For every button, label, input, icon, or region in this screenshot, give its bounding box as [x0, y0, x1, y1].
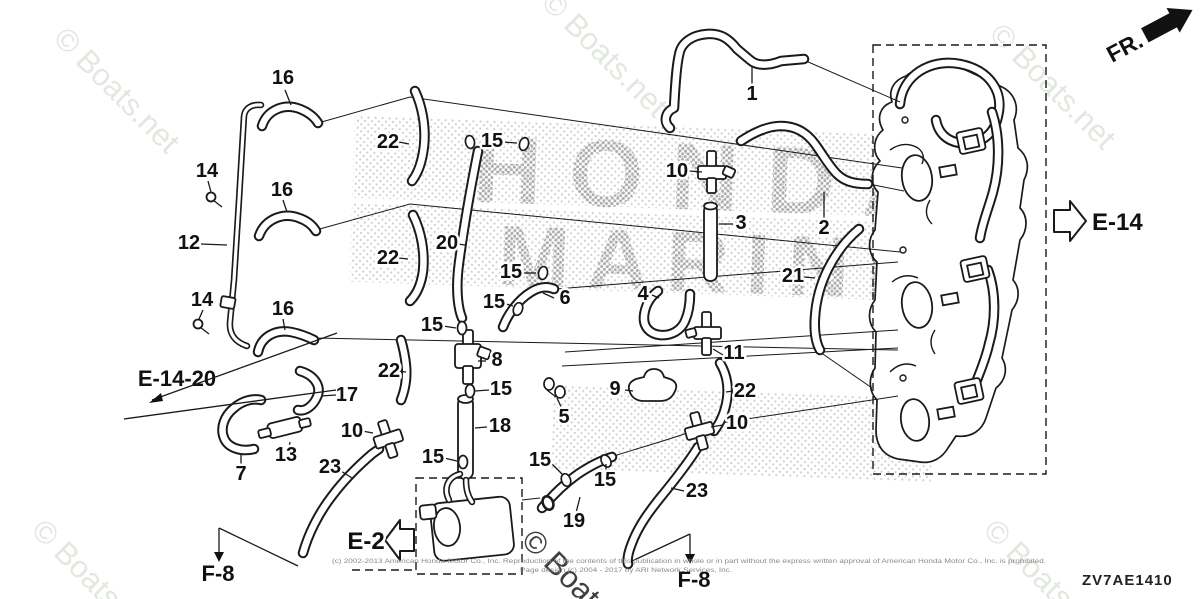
watermark-top-center: © Boats.net	[535, 0, 675, 124]
clamps-15	[456, 134, 612, 511]
clamp-15-b	[464, 134, 476, 150]
callout-21: 21	[782, 265, 804, 287]
callout-15-4: 15	[483, 291, 505, 313]
engine-port-2	[900, 281, 934, 329]
copyright-line1: (c) 2002-2013 American Honda Motor Co., …	[332, 558, 1046, 565]
clamp-15-e	[456, 320, 468, 336]
bolt-14a	[205, 191, 223, 208]
engine-outline	[868, 64, 1029, 464]
callout-15-2: 15	[500, 261, 522, 283]
clamp-15-f	[464, 383, 476, 399]
callout-10-3: 10	[726, 412, 748, 434]
halftone-band-3	[550, 384, 934, 482]
footer: (c) 2002-2013 American Honda Motor Co., …	[332, 558, 1173, 589]
callout-10-1: 10	[666, 160, 688, 182]
callout-4: 4	[637, 283, 649, 305]
callout-11: 11	[723, 342, 744, 364]
callout-22-4: 22	[734, 380, 756, 402]
diagram-code: ZV7AE1410	[1082, 572, 1173, 589]
clamp-15-g	[457, 454, 469, 470]
callout-10-2: 10	[341, 420, 363, 442]
callout-22-2: 22	[377, 247, 399, 269]
watermark-top-left: © Boats.net	[47, 20, 187, 160]
clamp-15-c	[537, 265, 549, 281]
callout-19: 19	[563, 510, 585, 532]
callout-9: 9	[609, 378, 620, 400]
callout-16-3: 16	[272, 298, 294, 320]
engine-stub-2	[940, 291, 960, 307]
clamp-15-i	[600, 454, 612, 468]
callout-23-2: 23	[686, 480, 708, 502]
joint-10-top	[697, 150, 737, 194]
callout-leaders	[198, 66, 825, 514]
engine-port-1	[900, 154, 934, 202]
callout-15-5: 15	[490, 378, 512, 400]
engine-block	[868, 57, 1029, 464]
bolt-14b	[192, 318, 210, 335]
tube-3	[703, 204, 718, 282]
callout-18: 18	[489, 415, 511, 437]
callout-22-1: 22	[377, 131, 399, 153]
oil-separator	[418, 470, 515, 562]
callout-16-2: 16	[271, 179, 293, 201]
fr-label: FR.	[1102, 27, 1147, 67]
clip-9	[627, 368, 678, 402]
callout-1: 1	[746, 83, 757, 105]
clamp-15-a	[518, 136, 530, 152]
pipe-12	[226, 101, 265, 350]
callout-16-1: 16	[272, 67, 294, 89]
engine-stub-1	[938, 163, 958, 179]
callout-12: 12	[178, 232, 200, 254]
callout-15-1: 15	[481, 130, 503, 152]
f8-right-arrow-icon	[685, 554, 695, 564]
callout-15-6: 15	[422, 446, 444, 468]
joint-11	[684, 311, 722, 356]
clamp-15-h	[560, 472, 572, 488]
callout-8: 8	[491, 349, 502, 371]
e14-label: E-14	[1092, 209, 1143, 236]
f8-right-label: F-8	[678, 567, 711, 592]
callout-15-7: 15	[529, 449, 551, 471]
callout-5: 5	[558, 406, 569, 428]
filter-13	[257, 416, 312, 439]
callout-22-3: 22	[378, 360, 400, 382]
e2-arrow-icon	[384, 519, 415, 561]
callout-17: 17	[336, 384, 358, 406]
e14-20-arrow-icon	[149, 393, 163, 403]
engine-port-3	[899, 398, 931, 442]
joint-10-left	[372, 419, 404, 459]
callout-3: 3	[735, 212, 746, 234]
clamp-15-d	[512, 301, 524, 317]
joint-8	[454, 329, 492, 385]
callout-13: 13	[275, 444, 297, 466]
callout-15-8: 15	[594, 469, 616, 491]
fr-direction-group: FR.	[1100, 7, 1193, 70]
callout-2: 2	[818, 217, 829, 239]
callout-7: 7	[235, 463, 246, 485]
clip-5	[543, 377, 566, 399]
callout-20: 20	[436, 232, 458, 254]
callout-6: 6	[559, 287, 570, 309]
fittings	[192, 150, 737, 562]
e14-arrow-icon	[1053, 200, 1087, 242]
copyright-line2: Page design (c) 2004 - 2017 by ARI Netwo…	[520, 567, 732, 574]
pipe-12-fitting	[219, 295, 237, 310]
clamp-15-j	[541, 495, 555, 511]
callout-labels: 16 22 15 10 1 14 16 12 20 22 15 3 2 21 1…	[175, 65, 832, 535]
f8-left-label: F-8	[202, 561, 235, 586]
engine-stub-3	[936, 405, 956, 421]
e2-label: E-2	[347, 528, 384, 555]
callout-14-1: 14	[196, 160, 219, 182]
callout-14-2: 14	[191, 289, 214, 311]
watermark-bottom-left: © Boats.net	[25, 512, 165, 599]
f8-left-arrow-icon	[214, 552, 224, 562]
fr-arrow-icon	[1141, 7, 1193, 43]
engine-dashed-box	[872, 44, 1047, 475]
callout-15-3: 15	[421, 314, 443, 336]
callout-23-1: 23	[319, 456, 341, 478]
e14-20-label: E-14-20	[138, 366, 216, 391]
